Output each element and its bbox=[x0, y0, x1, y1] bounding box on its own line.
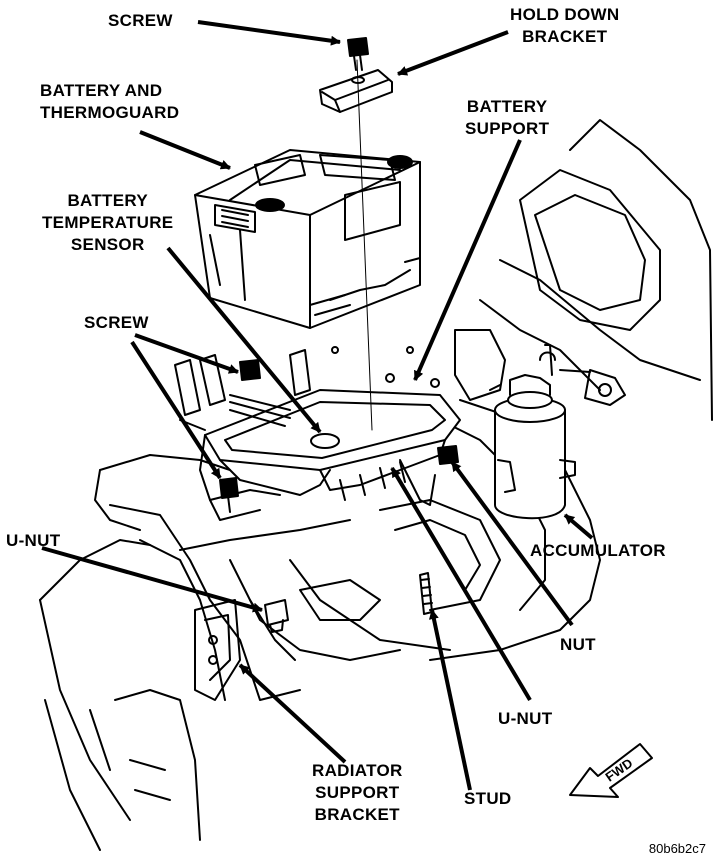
arrow-stud bbox=[428, 609, 472, 791]
arrow-screw-left-1 bbox=[134, 333, 239, 374]
arrow-nut bbox=[450, 460, 574, 627]
leader-arrows bbox=[41, 20, 594, 791]
u-nut-left-part bbox=[264, 599, 289, 633]
arrow-battery-temperature-sensor bbox=[166, 246, 322, 434]
arrow-radiator-support-bracket bbox=[238, 663, 347, 764]
radiator-support-bracket-part bbox=[194, 599, 241, 701]
top-screw-part bbox=[347, 37, 369, 71]
label-accumulator: ACCUMULATOR bbox=[530, 541, 666, 560]
battery-part bbox=[194, 149, 421, 329]
arrow-u-nut-left bbox=[41, 546, 263, 613]
accumulator-part bbox=[489, 344, 576, 520]
label-stud: STUD bbox=[464, 789, 512, 808]
reference-code: 80b6b2c7 bbox=[648, 841, 706, 856]
label-screw-top: SCREW bbox=[108, 11, 173, 30]
wheelhouse-structure bbox=[39, 454, 501, 851]
fwd-arrow-shape bbox=[569, 743, 653, 798]
label-u-nut-left: U-NUT bbox=[6, 531, 61, 550]
label-radiator-support-bracket: RADIATOR SUPPORT BRACKET bbox=[312, 761, 403, 824]
arrow-u-nut-right bbox=[390, 466, 532, 702]
battery-support-tray bbox=[199, 346, 461, 521]
label-screw-left: SCREW bbox=[84, 313, 149, 332]
arrow-accumulator bbox=[563, 513, 594, 540]
label-battery-temperature-sensor: BATTERY TEMPERATURE SENSOR bbox=[42, 191, 174, 254]
tray-screws bbox=[219, 359, 261, 513]
label-battery-and-thermoguard: BATTERY AND THERMOGUARD bbox=[40, 81, 180, 122]
arrow-hold-down-bracket bbox=[397, 30, 509, 76]
nut-part bbox=[437, 445, 459, 465]
label-nut: NUT bbox=[560, 635, 596, 654]
stud-part bbox=[419, 572, 433, 615]
hold-down-bracket-part bbox=[319, 69, 393, 113]
arrow-screw-left-2 bbox=[130, 340, 222, 480]
arrow-screw-top bbox=[197, 20, 341, 46]
label-battery-support: BATTERY SUPPORT bbox=[465, 97, 550, 138]
arrow-battery-support bbox=[413, 139, 522, 381]
arrow-battery-and-thermoguard bbox=[139, 130, 231, 170]
label-u-nut-right: U-NUT bbox=[498, 709, 553, 728]
label-hold-down-bracket: HOLD DOWN BRACKET bbox=[510, 5, 620, 46]
